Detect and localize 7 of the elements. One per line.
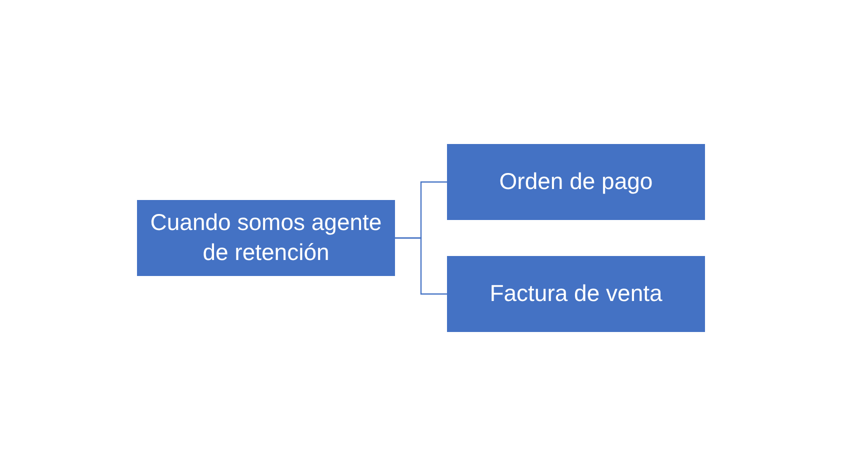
connector-line	[395, 237, 447, 295]
process-box	[447, 256, 705, 332]
process-box	[447, 144, 705, 220]
box-label: Cuando somos agente de retención	[149, 208, 383, 267]
box-label: Factura de venta	[490, 279, 662, 308]
box-label: Orden de pago	[499, 167, 653, 196]
process-box	[137, 200, 395, 276]
